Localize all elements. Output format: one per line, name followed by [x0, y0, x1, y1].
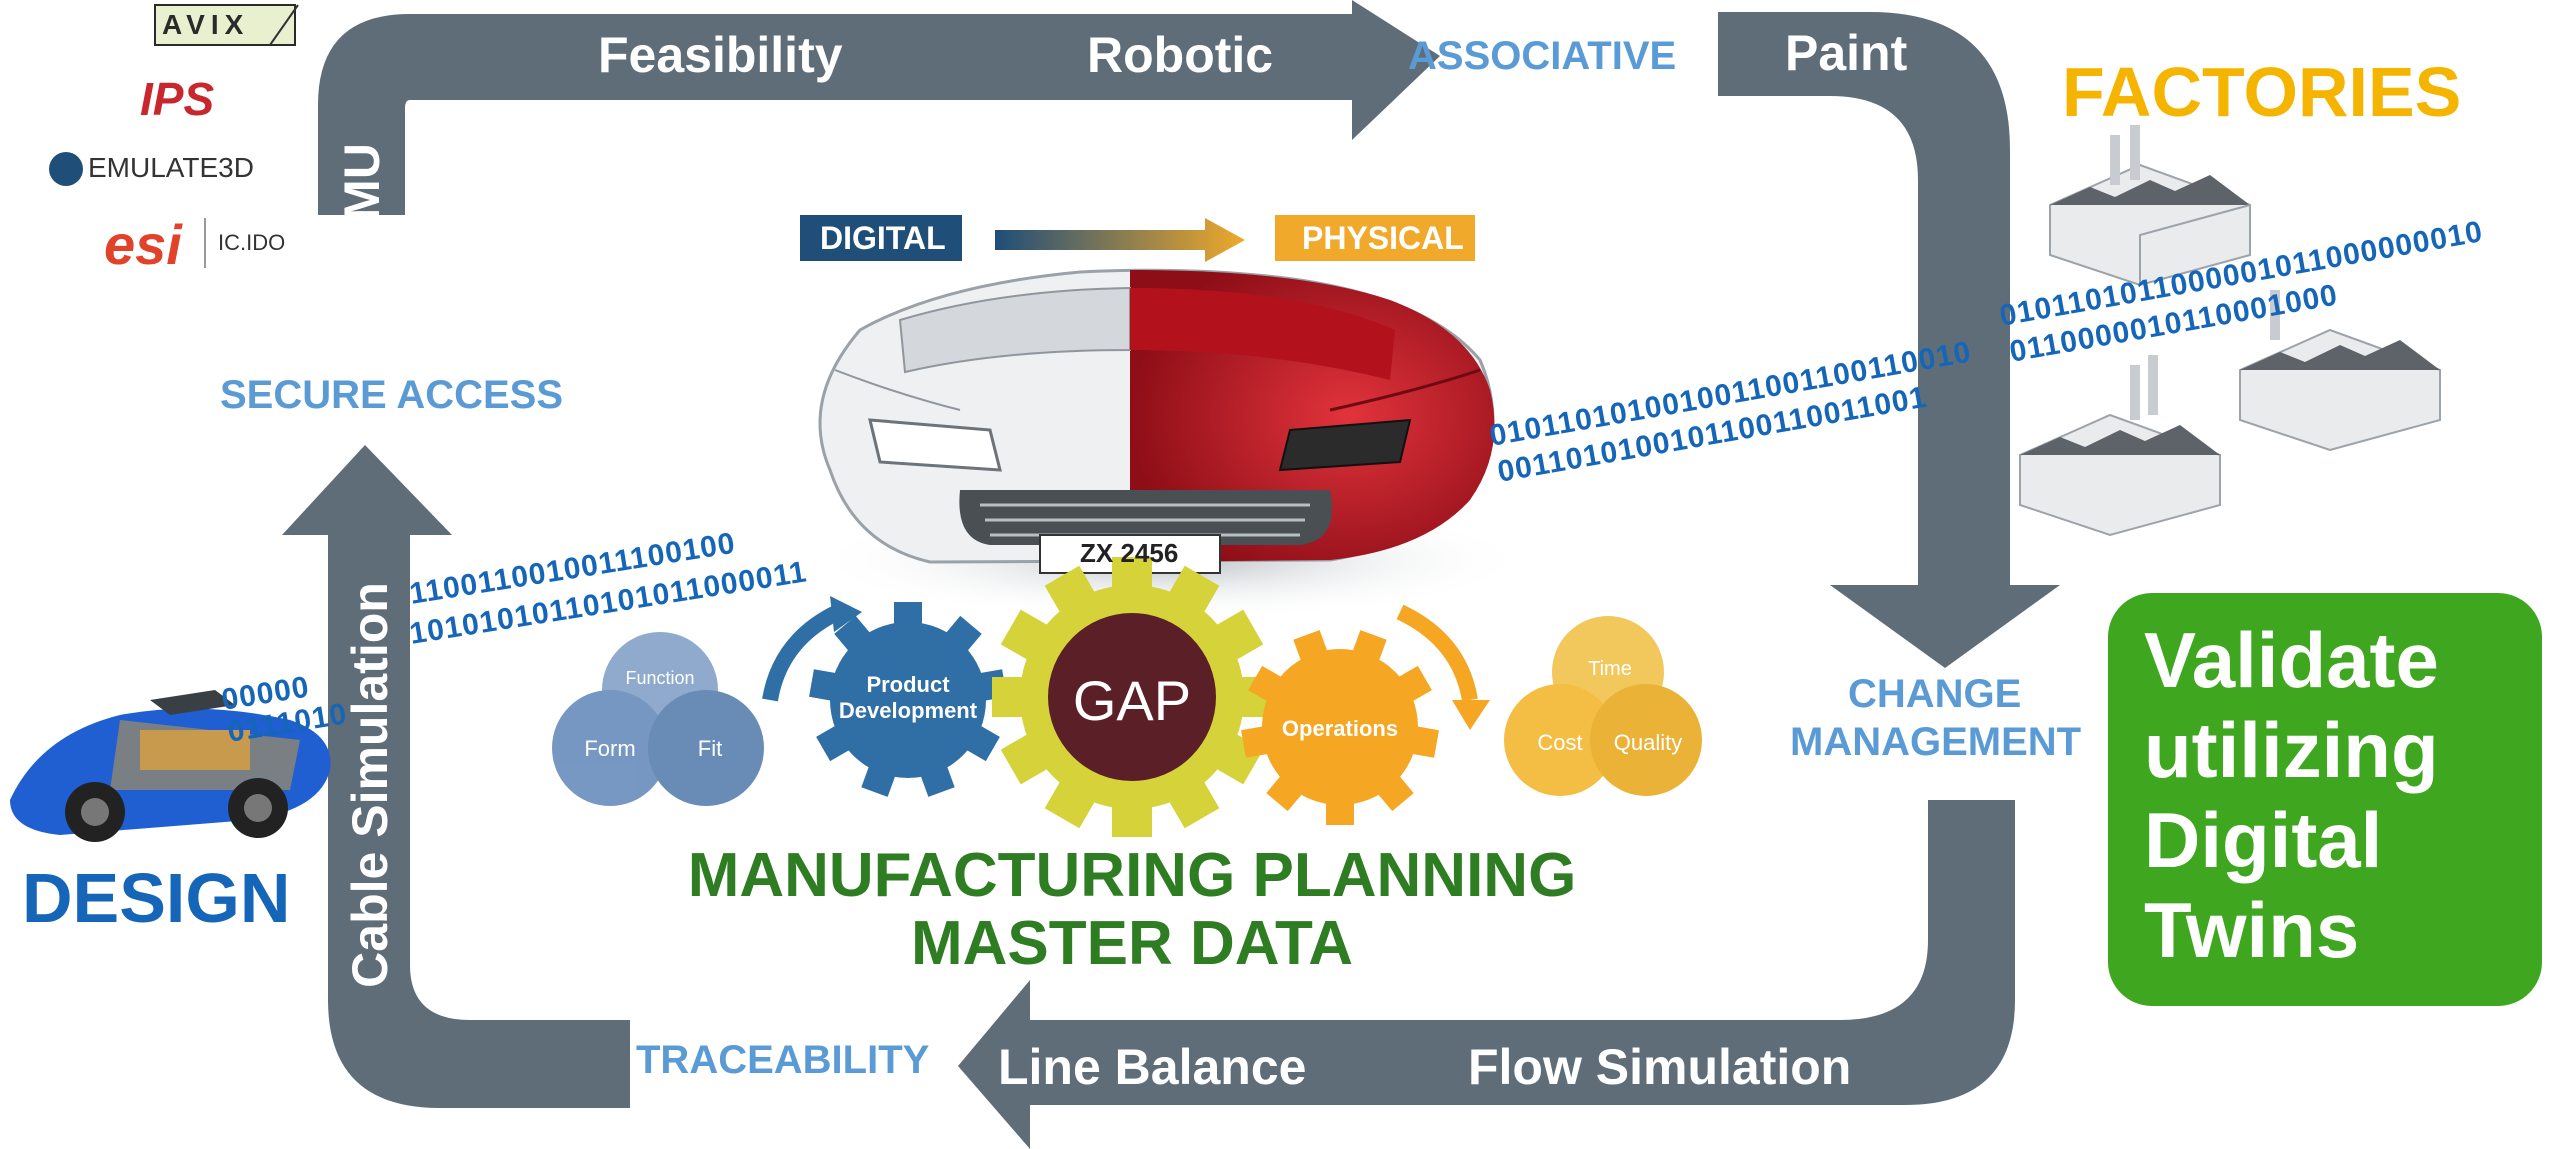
avix-logo: AVIX [162, 9, 250, 40]
title-line-1: MANUFACTURING PLANNING [687, 841, 1577, 910]
gear-gap [992, 557, 1272, 837]
loop-bottom-arrow [958, 800, 2015, 1149]
esi-logo: esi [104, 213, 182, 276]
loop-top-arrow [318, 0, 1440, 215]
label-flow-simulation: Flow Simulation [1468, 1039, 1852, 1095]
factories-label: FACTORIES [2062, 53, 2462, 131]
validate-line-2: utilizing [2144, 706, 2439, 794]
car-cad-image [10, 690, 331, 842]
keyword-secure-access: SECURE ACCESS [220, 373, 564, 417]
digital-tag: DIGITAL [820, 220, 946, 256]
validate-line-4: Twins [2144, 886, 2360, 974]
loop-right-arrow [1718, 12, 2060, 668]
venn-function: Function [625, 668, 695, 688]
gear-operations-label: Operations [1281, 716, 1399, 741]
gear-operations [1241, 630, 1439, 825]
label-ergonomic: Ergonomic [1810, 117, 1866, 379]
design-label: DESIGN [22, 859, 291, 937]
gear-gap-label: GAP [1072, 669, 1192, 732]
digital-tag-bg [800, 215, 962, 261]
digital-physical-arrow [995, 218, 1245, 262]
validate-box: Validate utilizing Digital Twins [2108, 593, 2542, 1006]
venn-fit: Fit [697, 736, 723, 761]
label-robotic: Robotic [1087, 27, 1274, 83]
venn-cost: Cost [1537, 730, 1583, 755]
gear-product-development [809, 602, 1007, 797]
venn-time: Time [1588, 658, 1632, 680]
physical-tag: PHYSICAL [1302, 220, 1464, 256]
label-cable-simulation: Cable Simulation [342, 582, 398, 988]
keyword-management: MANAGEMENT [1790, 720, 2082, 764]
gear-left-label-1: Product [866, 672, 950, 697]
keyword-associative: ASSOCIATIVE [1408, 34, 1677, 78]
emulate3d-logo: EMULATE3D [88, 152, 254, 183]
car-image [818, 268, 1495, 574]
title-line-2: MASTER DATA [911, 909, 1353, 978]
keyword-change: CHANGE [1848, 672, 2022, 716]
label-dmu: DMU [334, 143, 390, 257]
keyword-traceability: TRACEABILITY [636, 1038, 930, 1082]
venn-quality: Quality [1613, 730, 1683, 755]
venn-diagram-left [552, 632, 764, 806]
gear-left-label-2: Development [838, 698, 978, 723]
label-line-balance: Line Balance [998, 1039, 1307, 1095]
factory-image [2019, 125, 2441, 537]
physical-tag-bg [1275, 215, 1475, 261]
venn-diagram-right [1504, 616, 1702, 796]
loop-left-arrow [282, 445, 630, 1108]
ips-logo: IPS [140, 73, 215, 125]
validate-line-3: Digital [2144, 796, 2383, 884]
label-feasibility: Feasibility [598, 27, 843, 83]
label-paint: Paint [1785, 25, 1908, 81]
license-plate: ZX 2456 [1080, 538, 1179, 568]
venn-form: Form [584, 736, 636, 761]
validate-line-1: Validate [2144, 616, 2439, 704]
icido-logo: IC.IDO [218, 230, 286, 255]
